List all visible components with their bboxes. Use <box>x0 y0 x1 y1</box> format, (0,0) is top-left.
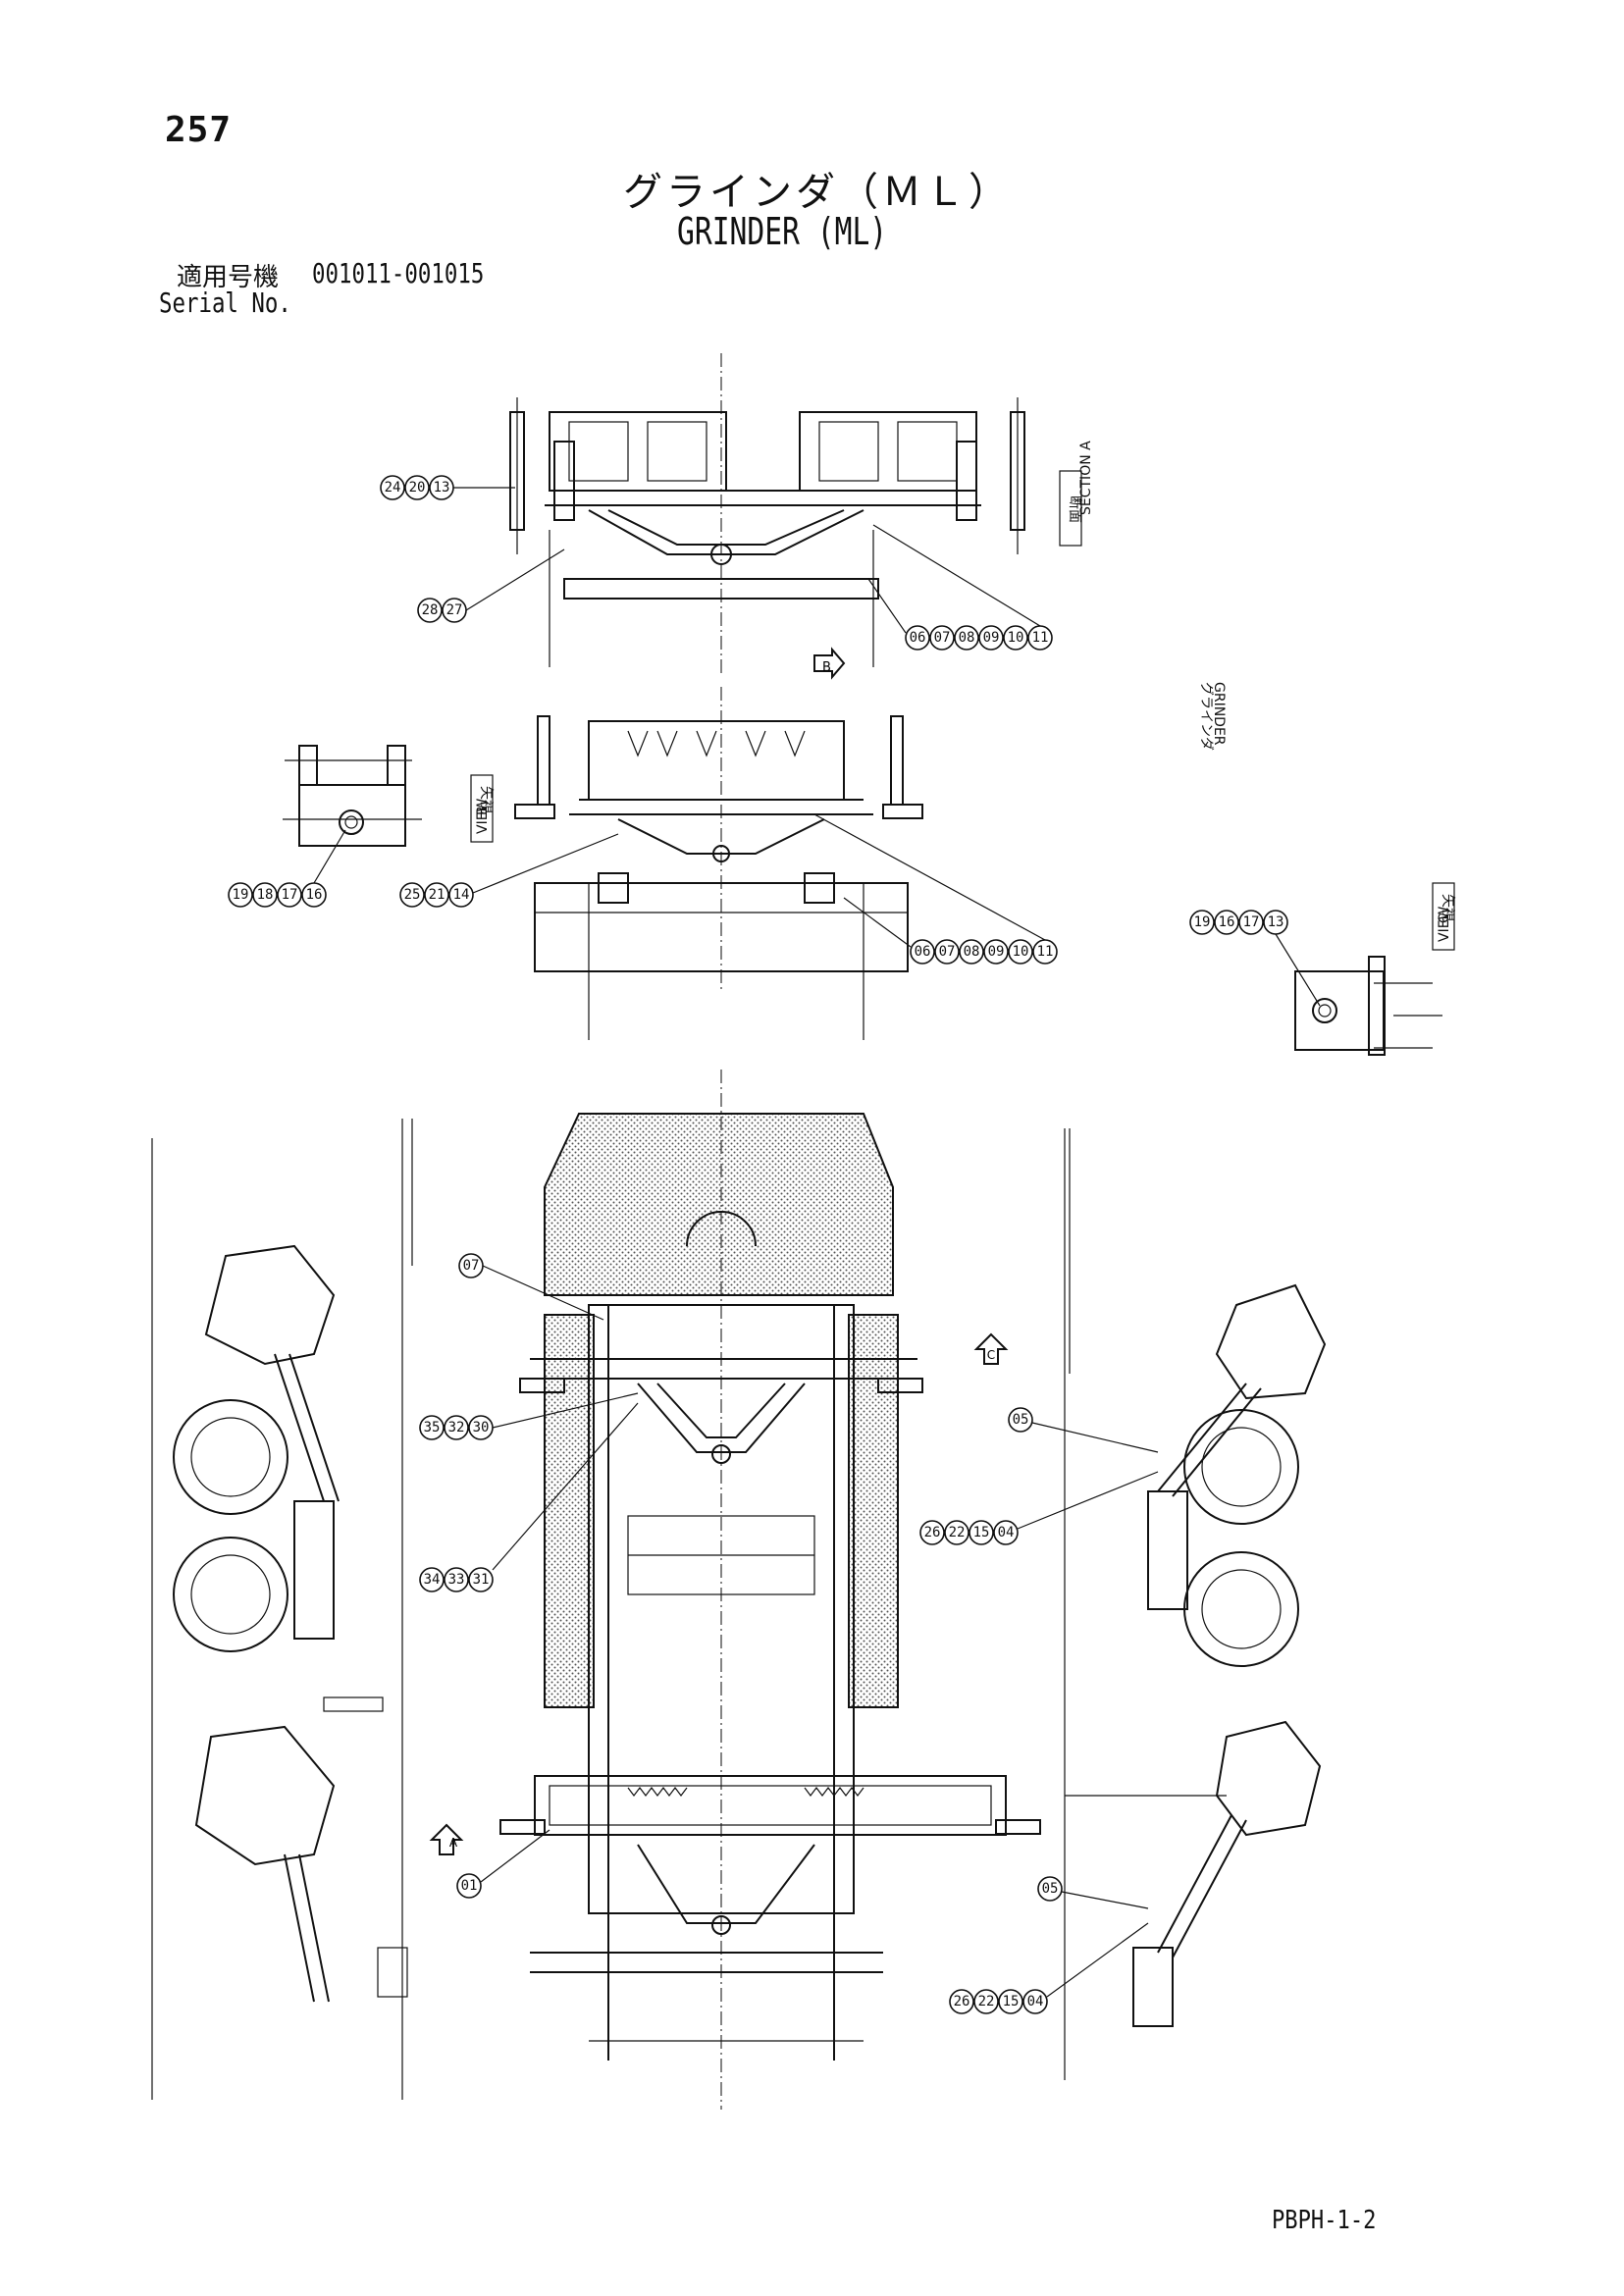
view-c-detail <box>1275 933 1442 1056</box>
svg-text:09: 09 <box>988 944 1005 960</box>
svg-text:16: 16 <box>1219 914 1235 930</box>
svg-text:21: 21 <box>429 887 445 903</box>
title-japanese: グラインダ（ＭＬ） <box>623 170 1012 215</box>
svg-text:B: B <box>475 806 491 815</box>
svg-text:07: 07 <box>939 944 956 960</box>
svg-text:33: 33 <box>448 1572 465 1588</box>
grinder-note: グラインダ GRINDER <box>1198 682 1227 751</box>
svg-text:01: 01 <box>461 1878 478 1894</box>
truck-bed-plan <box>429 1070 1041 2110</box>
serial-label-english: Serial No. <box>159 287 291 319</box>
callouts-main-left: 07 35 32 30 34 33 31 01 <box>419 1253 494 1899</box>
view-b-arrow-letter: B <box>822 660 831 675</box>
right-side-elevation <box>1064 1128 1327 2080</box>
svg-text:10: 10 <box>1013 944 1029 960</box>
svg-text:34: 34 <box>424 1572 441 1588</box>
svg-text:VIEW: VIEW <box>475 798 491 834</box>
svg-text:SECTION A: SECTION A <box>1078 441 1094 515</box>
svg-text:矢視: 矢視 <box>1440 894 1455 921</box>
svg-text:グラインダ: グラインダ <box>1198 682 1214 751</box>
leader-lines-middle <box>313 813 1046 948</box>
svg-text:05: 05 <box>1042 1881 1059 1897</box>
svg-text:04: 04 <box>1027 1994 1044 2009</box>
svg-text:20: 20 <box>409 480 426 496</box>
svg-text:26: 26 <box>924 1525 941 1540</box>
svg-text:13: 13 <box>1268 914 1284 930</box>
svg-text:19: 19 <box>233 887 249 903</box>
serial-label-japanese: 適用号機 <box>177 263 280 292</box>
svg-text:07: 07 <box>934 630 951 646</box>
title-english: GRINDER (ML) <box>677 210 888 253</box>
view-b-detail <box>283 745 422 847</box>
callouts-view-c: 19 16 17 13 <box>1189 910 1288 935</box>
leader-lines-top <box>453 487 1041 634</box>
svg-text:C: C <box>1437 913 1452 923</box>
view-a-arrow-letter: A <box>449 1836 458 1850</box>
view-c-label: 矢視 VIEW C <box>1432 882 1455 951</box>
svg-text:04: 04 <box>998 1525 1015 1540</box>
svg-text:07: 07 <box>463 1258 480 1274</box>
svg-text:14: 14 <box>453 887 470 903</box>
svg-text:VIEW: VIEW <box>1437 906 1452 942</box>
svg-text:19: 19 <box>1194 914 1211 930</box>
serial-range: 001011-001015 <box>312 257 485 289</box>
svg-text:08: 08 <box>964 944 980 960</box>
leader-lines-main-left <box>480 1265 639 1883</box>
svg-text:GRINDER: GRINDER <box>1211 682 1227 746</box>
svg-text:11: 11 <box>1037 944 1054 960</box>
svg-text:32: 32 <box>448 1420 465 1435</box>
svg-text:30: 30 <box>473 1420 490 1435</box>
svg-text:06: 06 <box>910 630 926 646</box>
svg-text:18: 18 <box>257 887 274 903</box>
left-side-elevation <box>151 1119 413 2100</box>
page-number: 257 <box>165 110 233 150</box>
svg-text:15: 15 <box>973 1525 990 1540</box>
svg-text:25: 25 <box>404 887 421 903</box>
leader-lines-main-right <box>1017 1422 1159 1998</box>
svg-text:17: 17 <box>282 887 298 903</box>
svg-text:31: 31 <box>473 1572 490 1588</box>
callouts-main-right: 05 26 22 15 04 05 26 22 15 04 <box>919 1407 1063 2014</box>
svg-text:06: 06 <box>915 944 931 960</box>
svg-text:22: 22 <box>978 1994 995 2009</box>
drawing-code: PBPH-1-2 <box>1272 2206 1377 2235</box>
callouts-middle: 19 18 17 16 25 21 14 06 07 08 09 10 11 <box>228 882 1058 965</box>
svg-text:05: 05 <box>1013 1412 1029 1428</box>
svg-text:16: 16 <box>306 887 323 903</box>
svg-text:35: 35 <box>424 1420 441 1435</box>
svg-text:13: 13 <box>434 480 450 496</box>
svg-text:28: 28 <box>422 602 439 618</box>
svg-text:15: 15 <box>1003 1994 1020 2009</box>
svg-text:08: 08 <box>959 630 975 646</box>
view-b-label: 矢視 VIEW B <box>470 774 494 843</box>
svg-text:矢視: 矢視 <box>478 786 494 813</box>
view-c-arrow-letter: C <box>987 1348 995 1362</box>
middle-assembly-drawing <box>514 687 923 1040</box>
svg-text:10: 10 <box>1008 630 1024 646</box>
svg-text:断面: 断面 <box>1067 496 1082 523</box>
svg-text:11: 11 <box>1032 630 1049 646</box>
section-a-drawing <box>509 353 1025 680</box>
svg-text:22: 22 <box>949 1525 966 1540</box>
callouts-top: 24 20 13 28 27 06 07 08 09 10 11 <box>380 475 1053 651</box>
svg-text:24: 24 <box>385 480 401 496</box>
svg-text:27: 27 <box>446 602 463 618</box>
section-a-label: 断面 SECTION A <box>1059 441 1094 547</box>
svg-text:09: 09 <box>983 630 1000 646</box>
svg-text:17: 17 <box>1243 914 1260 930</box>
svg-text:26: 26 <box>954 1994 970 2009</box>
